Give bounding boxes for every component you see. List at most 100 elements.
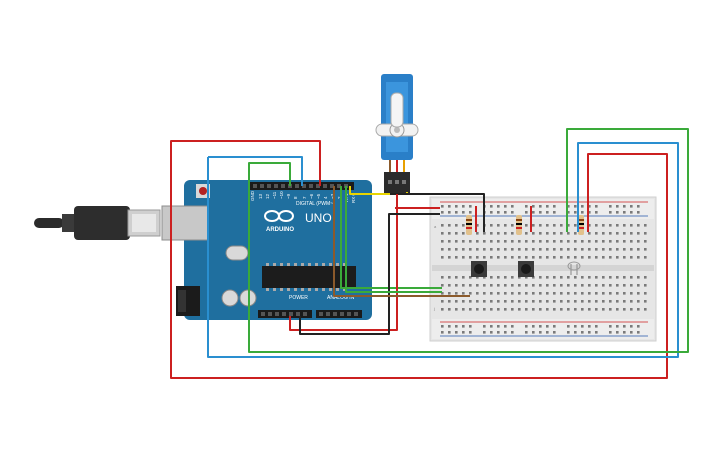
wire-red-servo: [289, 194, 398, 331]
breadboard-hole: [490, 300, 493, 303]
breadboard-hole: [609, 248, 612, 251]
breadboard-hole: [553, 256, 556, 259]
breadboard-hole: [595, 256, 598, 259]
wire-blue: [207, 142, 679, 358]
breadboard-hole: [469, 276, 472, 279]
breadboard-hole: [623, 240, 626, 243]
breadboard-hole: [637, 325, 640, 328]
breadboard-hole: [469, 284, 472, 287]
breadboard-hole: [469, 205, 472, 208]
breadboard-hole: [553, 248, 556, 251]
breadboard-hole: [441, 205, 444, 208]
breadboard-hole: [504, 331, 507, 334]
breadboard-hole: [441, 300, 444, 303]
breadboard-hole: [469, 300, 472, 303]
breadboard-hole: [637, 331, 640, 334]
breadboard-hole: [595, 292, 598, 295]
breadboard-hole: [448, 292, 451, 295]
breadboard-hole: [637, 240, 640, 243]
breadboard-hole: [602, 232, 605, 235]
breadboard-hole: [483, 240, 486, 243]
breadboard-hole: [644, 276, 647, 279]
breadboard-hole: [462, 284, 465, 287]
breadboard-hole: [483, 308, 486, 311]
breadboard-hole: [448, 248, 451, 251]
breadboard-hole: [525, 256, 528, 259]
breadboard-hole: [539, 224, 542, 227]
breadboard-hole: [616, 325, 619, 328]
breadboard-hole: [623, 284, 626, 287]
breadboard-hole: [532, 205, 535, 208]
breadboard-hole: [462, 276, 465, 279]
pin-label-11: ~11: [272, 191, 277, 199]
row-letter-a: a: [434, 224, 437, 229]
breadboard-hole: [581, 256, 584, 259]
breadboard-hole: [532, 276, 535, 279]
breadboard-hole: [511, 300, 514, 303]
breadboard-hole: [511, 308, 514, 311]
breadboard-hole: [441, 331, 444, 334]
wire-brown: [333, 186, 470, 297]
breadboard-hole: [525, 292, 528, 295]
breadboard-hole: [462, 232, 465, 235]
breadboard-hole: [609, 256, 612, 259]
breadboard-hole: [497, 308, 500, 311]
breadboard-hole: [616, 224, 619, 227]
breadboard-hole: [511, 248, 514, 251]
breadboard-hole: [518, 308, 521, 311]
breadboard-hole: [546, 248, 549, 251]
breadboard-hole: [525, 205, 528, 208]
pin-label-10: ~10: [279, 191, 284, 199]
breadboard-hole: [532, 211, 535, 214]
breadboard-hole: [595, 205, 598, 208]
breadboard-hole: [490, 256, 493, 259]
breadboard-hole: [511, 232, 514, 235]
breadboard-hole: [490, 211, 493, 214]
breadboard-hole: [637, 284, 640, 287]
breadboard-hole: [539, 300, 542, 303]
breadboard-hole: [553, 331, 556, 334]
breadboard-hole: [581, 325, 584, 328]
breadboard-hole: [637, 211, 640, 214]
breadboard-hole: [623, 224, 626, 227]
breadboard-hole: [532, 240, 535, 243]
breadboard-hole: [581, 300, 584, 303]
breadboard-hole: [567, 248, 570, 251]
resistor-3: [578, 215, 584, 235]
breadboard-hole: [609, 240, 612, 243]
breadboard-hole: [560, 240, 563, 243]
breadboard-hole: [546, 300, 549, 303]
breadboard-hole: [539, 292, 542, 295]
breadboard-hole: [511, 205, 514, 208]
breadboard-hole: [567, 256, 570, 259]
breadboard-hole: [581, 276, 584, 279]
breadboard-hole: [609, 284, 612, 287]
breadboard-hole: [532, 308, 535, 311]
breadboard-hole: [525, 284, 528, 287]
breadboard-hole: [588, 240, 591, 243]
breadboard-hole: [553, 240, 556, 243]
breadboard-hole: [595, 248, 598, 251]
breadboard-hole: [483, 276, 486, 279]
microcontroller-chip: [262, 266, 356, 288]
breadboard-hole: [511, 276, 514, 279]
breadboard-hole: [448, 331, 451, 334]
breadboard-hole: [609, 325, 612, 328]
breadboard-hole: [623, 205, 626, 208]
breadboard-hole: [532, 224, 535, 227]
breadboard-hole: [448, 232, 451, 235]
breadboard-hole: [595, 331, 598, 334]
breadboard-hole: [637, 292, 640, 295]
breadboard-hole: [637, 308, 640, 311]
breadboard-hole: [609, 205, 612, 208]
breadboard-hole: [448, 240, 451, 243]
breadboard-hole: [560, 232, 563, 235]
breadboard-hole: [504, 325, 507, 328]
breadboard-hole: [490, 276, 493, 279]
breadboard-hole: [490, 325, 493, 328]
breadboard-hole: [462, 292, 465, 295]
breadboard-hole: [455, 284, 458, 287]
breadboard-hole: [637, 256, 640, 259]
breadboard-hole: [511, 211, 514, 214]
breadboard-hole: [539, 308, 542, 311]
